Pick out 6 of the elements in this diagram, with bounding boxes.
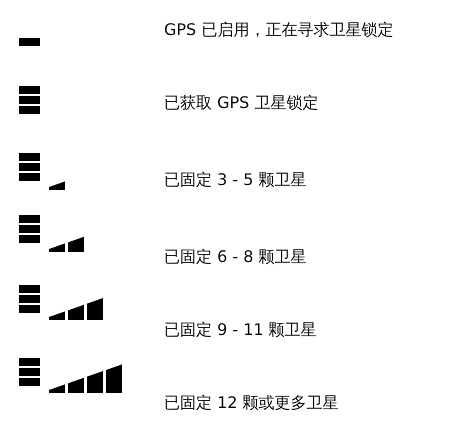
status-text: 已固定 6 - 8 颗卫星 [164,247,306,267]
status-text: 已固定 9 - 11 颗卫星 [164,320,317,340]
status-text: 已固定 12 颗或更多卫星 [164,393,339,413]
status-text: 已获取 GPS 卫星锁定 [164,93,318,113]
status-text: GPS 已启用，正在寻求卫星锁定 [164,20,394,40]
status-text: 已固定 3 - 5 颗卫星 [164,170,306,190]
